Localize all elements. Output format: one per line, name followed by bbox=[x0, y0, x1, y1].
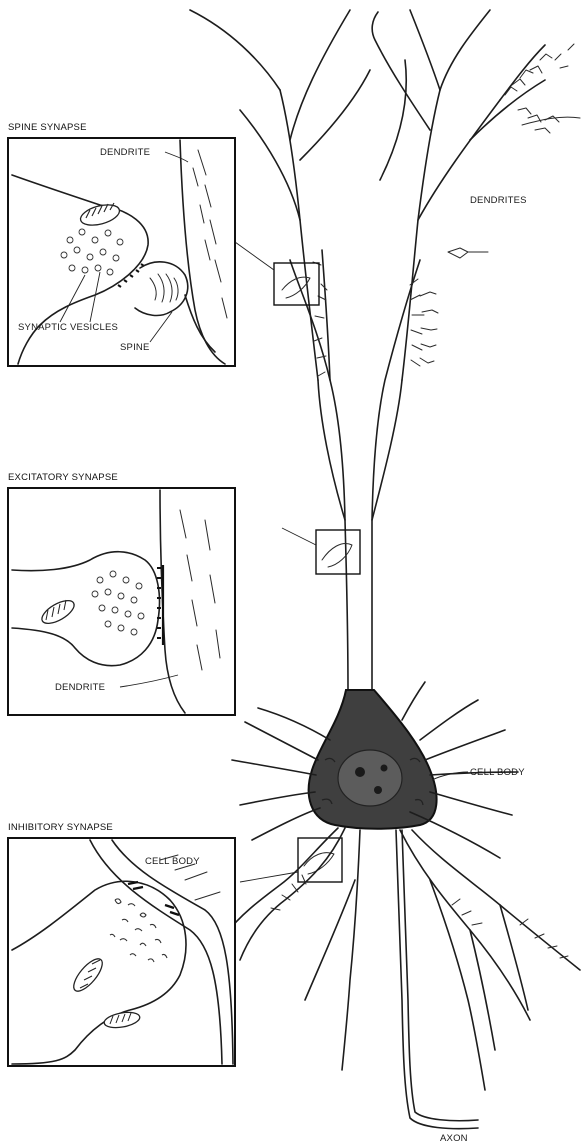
excitatory-dendrite-label: DENDRITE bbox=[55, 682, 105, 693]
apical-dendrite bbox=[190, 10, 580, 690]
neuron: DENDRITES CELL BODY AXON bbox=[190, 10, 580, 1144]
excitatory-synapse-title: EXCITATORY SYNAPSE bbox=[8, 472, 118, 483]
spine-synapse-title: SPINE SYNAPSE bbox=[8, 122, 87, 133]
zoom-box-excitatory bbox=[316, 530, 360, 574]
spine-dendrite-label: DENDRITE bbox=[100, 147, 150, 158]
inhibitory-synapse-frame bbox=[8, 838, 235, 1066]
cell-body bbox=[309, 690, 437, 829]
zoom-box-spine bbox=[274, 263, 319, 305]
axon-label: AXON bbox=[440, 1133, 468, 1144]
inhibitory-synapse-title: INHIBITORY SYNAPSE bbox=[8, 822, 113, 833]
spine-synapse-panel: SPINE SYNAPSE bbox=[8, 122, 235, 366]
dendrites-label: DENDRITES bbox=[470, 195, 527, 206]
excitatory-synapse-panel: EXCITATORY SYNAPSE bbox=[8, 472, 235, 715]
spine-label: SPINE bbox=[120, 342, 150, 353]
inhibitory-synapse-panel: INHIBITORY SYNAPSE CELL BODY bbox=[8, 822, 235, 1066]
cell-body-label: CELL BODY bbox=[470, 767, 525, 778]
synaptic-vesicles-label: SYNAPTIC VESICLES bbox=[18, 322, 118, 333]
excitatory-synapse-frame bbox=[8, 488, 235, 715]
inhibitory-cell-body-label: CELL BODY bbox=[145, 856, 200, 867]
